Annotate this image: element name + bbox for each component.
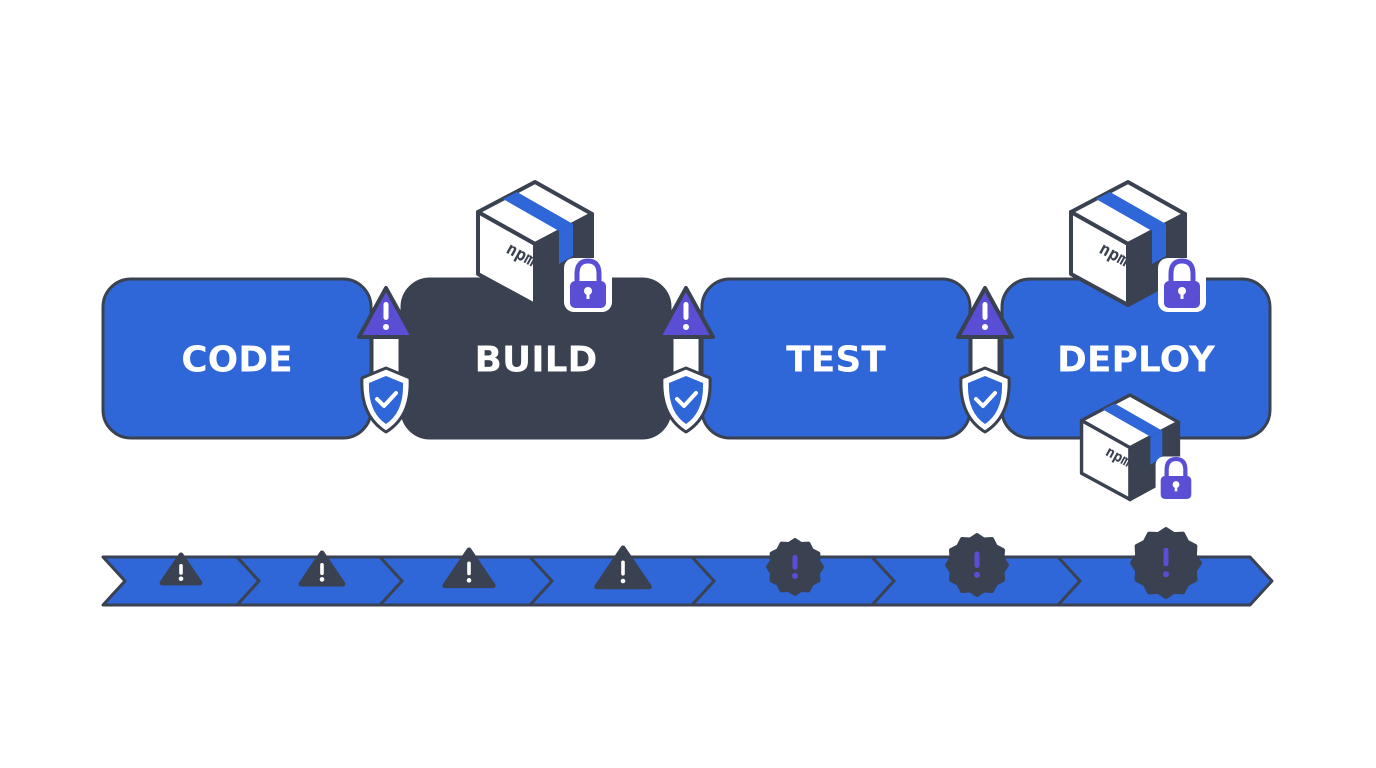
- padlock-icon: [1158, 258, 1206, 312]
- stage-label: TEST: [786, 340, 886, 381]
- package-box-icon: npm: [1069, 180, 1187, 307]
- stage-connector: [357, 286, 415, 434]
- stage-code: CODE: [101, 277, 373, 440]
- alert-badge-icon: [945, 533, 1009, 597]
- box-tape: [559, 224, 573, 264]
- stage-label: BUILD: [475, 340, 598, 381]
- timeline-segment-divider: [378, 555, 405, 607]
- shield-check-icon: [660, 366, 712, 434]
- timeline-segment-divider: [870, 555, 897, 607]
- box-tape: [1150, 430, 1163, 465]
- box-tape: [503, 192, 573, 231]
- warning-triangle-icon: [956, 286, 1014, 339]
- padlock-icon: [1155, 456, 1197, 503]
- box-tape: [1096, 192, 1166, 231]
- padlock-icon: [564, 258, 612, 312]
- timeline-segment-divider: [1056, 555, 1083, 607]
- alert-badge-icon: [1130, 527, 1202, 599]
- shield-check-icon: [360, 366, 412, 434]
- stage-connector: [956, 286, 1014, 434]
- box-tape: [1102, 403, 1163, 437]
- timeline-segment-divider: [235, 555, 262, 607]
- timeline-arrow: [101, 555, 1274, 607]
- timeline-segment-divider: [690, 555, 717, 607]
- warning-triangle-icon: [159, 552, 203, 586]
- warning-triangle-icon: [657, 286, 715, 339]
- warning-triangle-icon: [298, 550, 346, 587]
- stage-label: DEPLOY: [1057, 340, 1216, 381]
- alert-badge-icon: [766, 538, 824, 596]
- shield-check-icon: [959, 366, 1011, 434]
- warning-triangle-icon: [594, 545, 652, 590]
- warning-triangle-icon: [357, 286, 415, 339]
- box-tape: [1152, 224, 1166, 264]
- stage-connector: [657, 286, 715, 434]
- stage-label: CODE: [181, 340, 293, 381]
- stage-build: BUILD: [400, 277, 672, 440]
- timeline-segment-divider: [528, 555, 555, 607]
- package-box-icon: npm: [1079, 393, 1181, 502]
- timeline: [101, 527, 1274, 607]
- stage-test: TEST: [700, 277, 972, 440]
- warning-triangle-icon: [442, 547, 496, 589]
- package-box-icon: npm: [476, 180, 594, 307]
